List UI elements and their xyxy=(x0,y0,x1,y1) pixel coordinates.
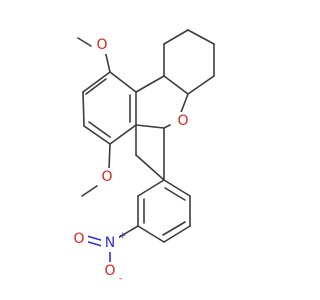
bond-pyran-3 xyxy=(179,93,189,116)
bond-cy-5 xyxy=(187,75,215,95)
atom-n-nitro: N xyxy=(105,235,115,251)
bond-pyran-1 xyxy=(135,75,165,93)
bond-ph-6-double xyxy=(164,187,186,201)
bond-ph-1 xyxy=(137,179,165,197)
bond-ph-4 xyxy=(163,225,191,243)
bond-pyran-5 xyxy=(163,124,171,129)
bond-ph-6 xyxy=(163,179,191,197)
atom-o-nitro-double: O xyxy=(73,231,84,247)
bonds xyxy=(77,29,215,269)
molecule-structure-diagram: O O O N + O O - xyxy=(70,29,215,284)
bond-ph-4-double xyxy=(162,221,186,236)
bond-ar-3-double xyxy=(88,121,111,138)
atom-o-methoxy-top: O xyxy=(96,37,107,53)
atom-labels: O O O N + O O - xyxy=(70,36,192,284)
charge-o-minus: - xyxy=(119,274,122,284)
bond-o-aromatic-bottom xyxy=(108,143,111,170)
atom-o-nitro-single: O xyxy=(104,263,115,279)
bond-c-phenyl xyxy=(135,154,165,181)
charge-n-plus: + xyxy=(119,231,127,241)
bond-ar-3 xyxy=(83,125,111,145)
bond-methyl-top xyxy=(77,37,92,47)
bond-c-nitro xyxy=(115,225,139,240)
bond-ar-6 xyxy=(109,71,137,93)
bond-ph-3 xyxy=(137,225,165,243)
bond-methyl-bottom xyxy=(81,185,98,197)
bond-pyran-2 xyxy=(163,75,189,95)
bond-ar-1 xyxy=(82,71,111,93)
bond-cy-2 xyxy=(163,29,189,45)
bond-ar-4 xyxy=(109,124,137,145)
bond-ar-2 xyxy=(82,91,85,127)
atom-o-methoxy-bottom: O xyxy=(101,169,112,185)
atom-o-ring: O xyxy=(177,113,188,129)
bond-cy-3 xyxy=(187,29,215,45)
bond-pyran-4 xyxy=(135,124,165,129)
bond-ar-1-double xyxy=(85,78,107,95)
